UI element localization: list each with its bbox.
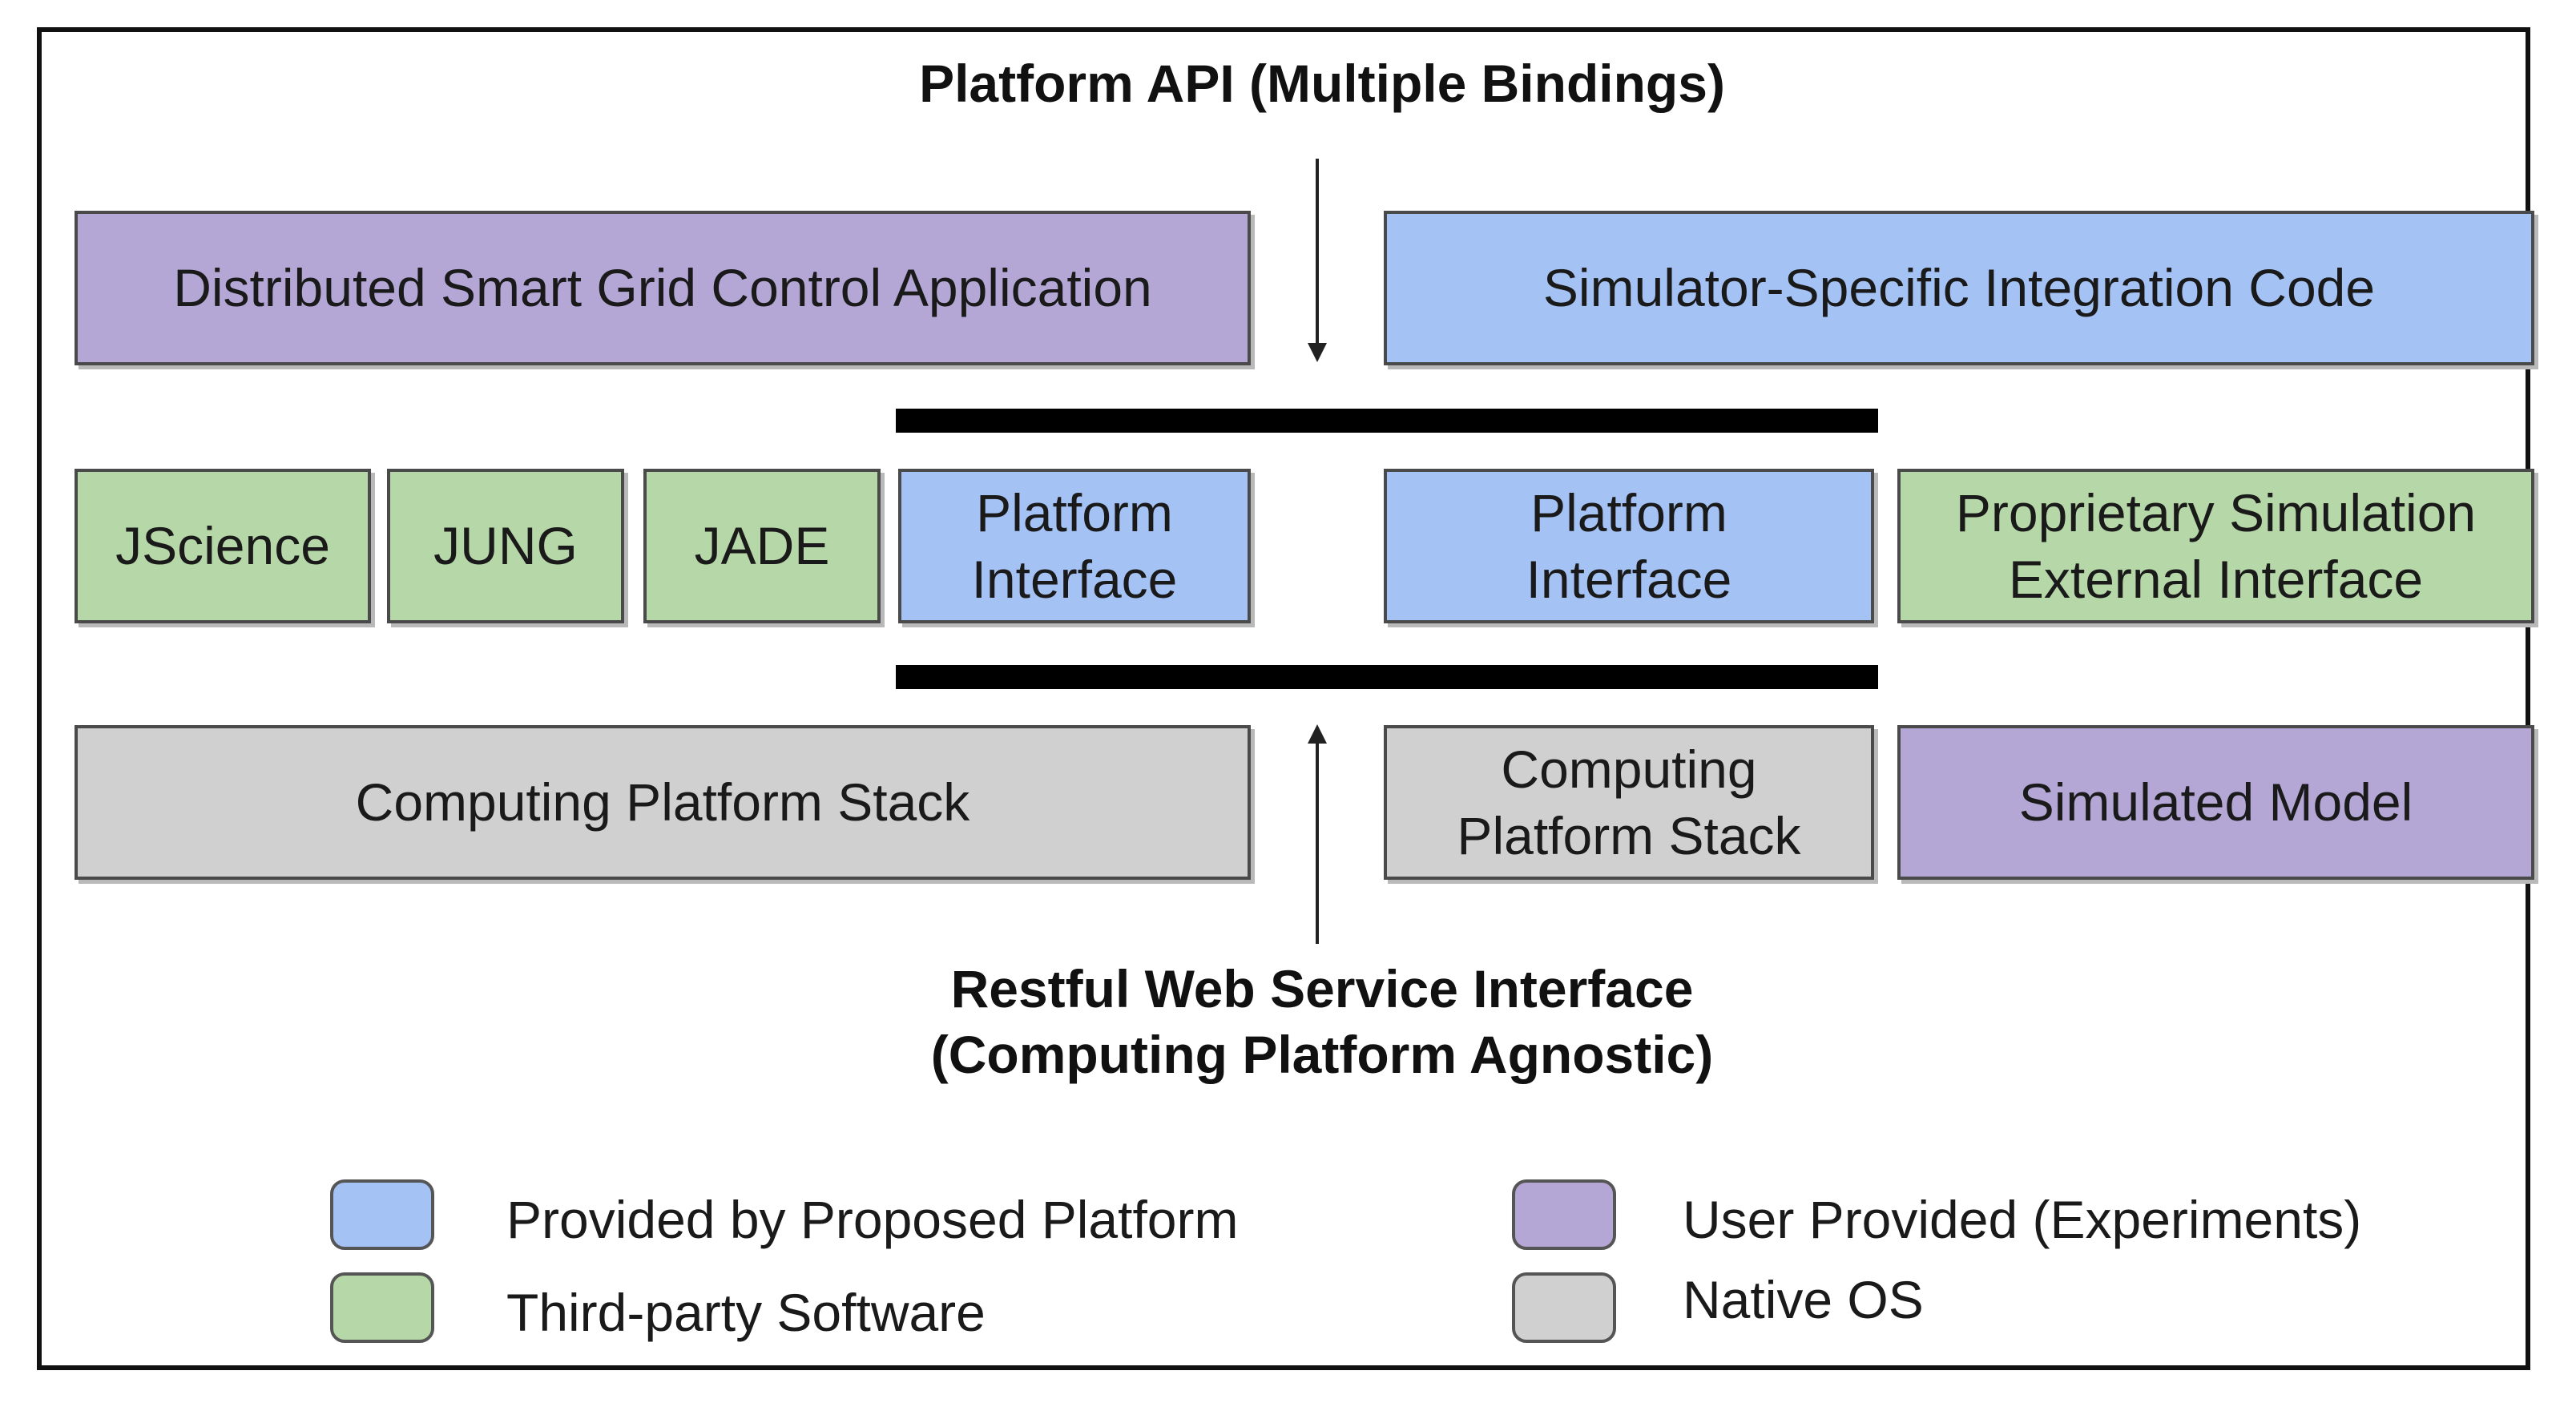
simulator-integration-box: Simulator-Specific Integration Code — [1384, 211, 2534, 365]
platform-interface-right-label: Platform Interface — [1526, 483, 1732, 609]
computing-stack-right-box: Computing Platform Stack — [1384, 725, 1874, 880]
jscience-box: JScience — [75, 469, 371, 623]
simulator-integration-label: Simulator-Specific Integration Code — [1542, 258, 2376, 318]
legend-label-native-os: Native OS — [1683, 1270, 1924, 1329]
legend-label-third-party: Third-party Software — [506, 1283, 986, 1342]
api-binding-bar — [896, 409, 1878, 433]
legend-swatch-platform — [330, 1179, 434, 1250]
simulated-model-box: Simulated Model — [1897, 725, 2534, 880]
computing-stack-right-label: Computing Platform Stack — [1457, 740, 1801, 865]
control-application-box: Distributed Smart Grid Control Applicati… — [75, 211, 1251, 365]
platform-api-arrow — [1308, 159, 1327, 362]
web-service-bar — [896, 665, 1878, 689]
platform-api-title: Platform API (Multiple Bindings) — [919, 54, 1725, 113]
jung-box: JUNG — [387, 469, 624, 623]
platform-interface-left-label: Platform Interface — [971, 483, 1178, 609]
web-service-title-line1: Restful Web Service Interface — [950, 959, 1694, 1018]
computing-stack-left-box: Computing Platform Stack — [75, 725, 1251, 880]
jade-box: JADE — [643, 469, 881, 623]
jade-label: JADE — [694, 516, 830, 576]
legend-label-user: User Provided (Experiments) — [1683, 1190, 2362, 1249]
control-application-label: Distributed Smart Grid Control Applicati… — [173, 258, 1152, 318]
platform-interface-left-box: Platform Interface — [898, 469, 1251, 623]
platform-interface-right-box: Platform Interface — [1384, 469, 1874, 623]
legend-swatch-third-party — [330, 1272, 434, 1343]
web-service-title-line2: (Computing Platform Agnostic) — [930, 1025, 1714, 1084]
simulated-model-label: Simulated Model — [2018, 772, 2413, 832]
proprietary-interface-label: Proprietary Simulation External Interfac… — [1955, 483, 2477, 609]
jscience-label: JScience — [115, 516, 330, 576]
legend-label-platform: Provided by Proposed Platform — [506, 1190, 1239, 1249]
jung-label: JUNG — [433, 516, 578, 576]
computing-stack-left-label: Computing Platform Stack — [355, 772, 970, 832]
proprietary-interface-box: Proprietary Simulation External Interfac… — [1897, 469, 2534, 623]
web-service-arrow — [1308, 724, 1327, 944]
legend-swatch-user — [1512, 1179, 1616, 1250]
legend-swatch-native-os — [1512, 1272, 1616, 1343]
